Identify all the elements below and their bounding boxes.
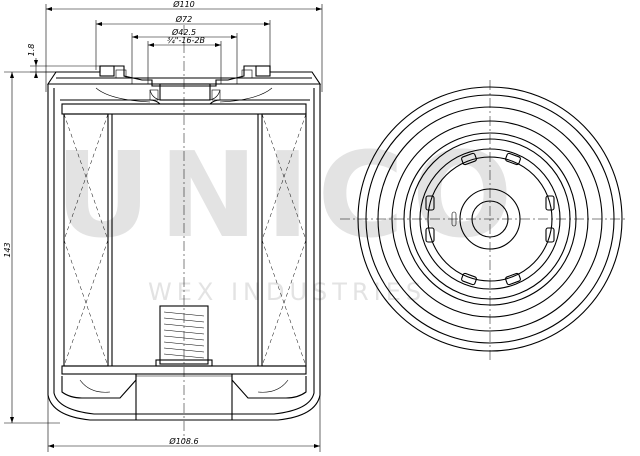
filter-can-outline bbox=[47, 84, 321, 421]
section-view: Ø110 Ø72 Ø42.5 ¾"-16-2B 1.8 143 bbox=[3, 0, 323, 452]
top-spring-curves bbox=[95, 87, 273, 103]
antidrain-left bbox=[149, 89, 159, 101]
inner-top-plate bbox=[60, 99, 310, 105]
outer-rim-circle bbox=[357, 86, 623, 352]
arrow-143-bottom bbox=[10, 417, 14, 423]
inlet-slot-3 bbox=[545, 195, 555, 211]
arrow-72-left bbox=[96, 22, 102, 26]
inlet-slot-1 bbox=[461, 152, 477, 166]
filter-can-inner-wall bbox=[53, 88, 315, 415]
inlet-inner-circle bbox=[427, 156, 553, 282]
thread-bore-circle bbox=[471, 200, 509, 238]
arrow-1086-right bbox=[314, 444, 320, 448]
bottom-plug-walls bbox=[135, 374, 233, 420]
inlet-slot-4 bbox=[545, 227, 555, 243]
media-left-diag-4 bbox=[63, 239, 109, 367]
anti-drain-tab bbox=[451, 211, 457, 227]
antidrain-right bbox=[211, 89, 221, 101]
dim-label-1086: Ø108.6 bbox=[168, 436, 198, 446]
inlet-slot-6 bbox=[461, 272, 477, 286]
arrow-thread-right bbox=[215, 43, 221, 47]
arrow-72-right bbox=[264, 22, 270, 26]
media-left-diag-2 bbox=[63, 113, 109, 241]
watermark: UNICO WEX INDUSTRIES bbox=[55, 126, 520, 306]
dim-label-72: Ø72 bbox=[175, 14, 192, 24]
inlet-slot-7 bbox=[425, 227, 435, 243]
top-view bbox=[340, 80, 628, 360]
inlet-hole-circle bbox=[419, 148, 561, 290]
dim-label-thread: ¾"-16-2B bbox=[167, 36, 205, 45]
lid-circle-1 bbox=[377, 106, 603, 332]
gasket-left bbox=[99, 65, 115, 77]
upper-end-cap bbox=[61, 103, 307, 115]
bypass-valve-seat bbox=[155, 359, 213, 367]
arrow-425-left bbox=[132, 35, 138, 39]
arrow-143-top bbox=[10, 72, 14, 78]
inlet-slots bbox=[425, 152, 555, 286]
thread-outer-circle bbox=[459, 188, 521, 250]
arrow-1086-left bbox=[48, 444, 54, 448]
inlet-slot-2 bbox=[505, 152, 521, 166]
bypass-valve bbox=[155, 305, 213, 367]
gasket-groove-right bbox=[241, 69, 253, 79]
dim-label-110: Ø110 bbox=[172, 0, 195, 9]
arrow-425-right bbox=[231, 35, 237, 39]
lid-circle-2 bbox=[391, 120, 589, 318]
arrow-18-bottom bbox=[34, 72, 38, 78]
media-right-diag-4 bbox=[261, 239, 307, 367]
gasket-outer-circle bbox=[403, 132, 577, 306]
watermark-brand: UNICO bbox=[55, 126, 520, 264]
bottom-spring-left bbox=[61, 374, 137, 399]
dim-label-18: 1.8 bbox=[27, 44, 36, 57]
thread-neck bbox=[159, 83, 211, 101]
dim-label-425: Ø42.5 bbox=[171, 27, 196, 37]
watermark-company: WEX INDUSTRIES bbox=[148, 278, 426, 306]
inlet-slot-8 bbox=[425, 195, 435, 211]
dim-label-143: 143 bbox=[3, 242, 12, 257]
gasket-inner-circle bbox=[409, 138, 571, 300]
gasket-right bbox=[255, 65, 271, 77]
bypass-valve-body bbox=[159, 305, 209, 365]
gasket-groove-left bbox=[115, 69, 127, 79]
seam-circle bbox=[365, 94, 615, 344]
arrow-110-right bbox=[316, 7, 322, 11]
arrow-110-left bbox=[46, 7, 52, 11]
neck-fillets bbox=[149, 89, 221, 101]
bottom-spring-curves bbox=[79, 379, 289, 393]
bottom-spring-right bbox=[231, 374, 307, 399]
arrow-thread-left bbox=[148, 43, 154, 47]
arrow-18-top bbox=[34, 60, 38, 66]
inlet-slot-5 bbox=[505, 272, 521, 286]
media-right-diag-2 bbox=[261, 113, 307, 241]
